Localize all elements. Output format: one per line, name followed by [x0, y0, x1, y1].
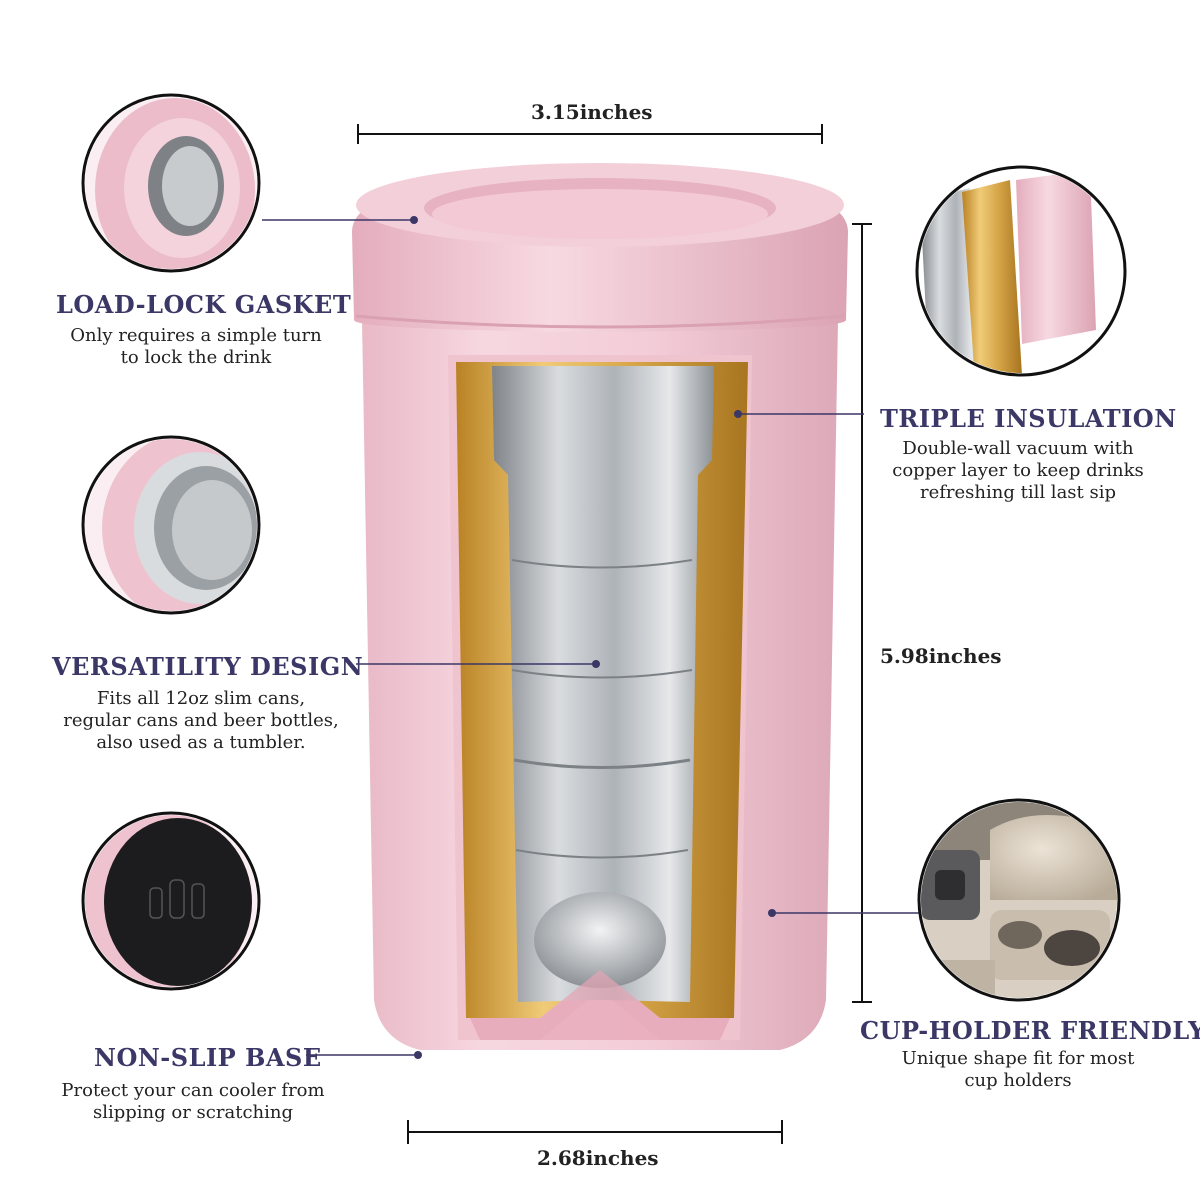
desc-line: Double-wall vacuum with: [902, 438, 1134, 459]
height-label: 5.98inches: [880, 644, 1002, 668]
desc-line: cup holders: [964, 1070, 1072, 1091]
desc-line: to lock the drink: [120, 347, 272, 368]
desc-line: Protect your can cooler from: [61, 1080, 325, 1101]
non-slip-base-detail-image: [81, 811, 261, 991]
insulation-layers-detail-image: [915, 165, 1127, 377]
load-lock-gasket-title: LOAD-LOCK GASKET: [56, 290, 352, 319]
gasket-detail-image: [81, 93, 261, 273]
versatility-design-description: Fits all 12oz slim cans, regular cans an…: [52, 688, 350, 754]
leader-lines: [262, 216, 920, 1059]
load-lock-gasket-description: Only requires a simple turn to lock the …: [56, 325, 336, 369]
cup-holder-friendly-title: CUP-HOLDER FRIENDLY: [860, 1016, 1200, 1045]
desc-line: Fits all 12oz slim cans,: [96, 688, 306, 709]
tumbler-body: [352, 163, 848, 1050]
top-width-label: 3.15inches: [531, 100, 653, 124]
triple-insulation-title: TRIPLE INSULATION: [880, 404, 1177, 433]
dimension-lines: [357, 124, 872, 1144]
desc-line: Only requires a simple turn: [70, 325, 322, 346]
desc-line: copper layer to keep drinks: [892, 460, 1144, 481]
steel-interior-detail-image: [81, 435, 261, 615]
non-slip-base-title: NON-SLIP BASE: [94, 1043, 322, 1072]
bottom-width-label: 2.68inches: [537, 1146, 659, 1170]
desc-line: Unique shape fit for most: [901, 1048, 1135, 1069]
non-slip-base-description: Protect your can cooler from slipping or…: [52, 1080, 334, 1124]
cup-holder-friendly-description: Unique shape fit for most cup holders: [880, 1048, 1156, 1092]
triple-insulation-description: Double-wall vacuum with copper layer to …: [880, 438, 1156, 504]
desc-line: refreshing till last sip: [919, 482, 1117, 503]
cup-holder-detail-image: [917, 798, 1121, 1002]
versatility-design-title: VERSATILITY DESIGN: [52, 652, 364, 681]
desc-line: also used as a tumbler.: [96, 732, 306, 753]
desc-line: regular cans and beer bottles,: [63, 710, 339, 731]
desc-line: slipping or scratching: [93, 1102, 293, 1123]
